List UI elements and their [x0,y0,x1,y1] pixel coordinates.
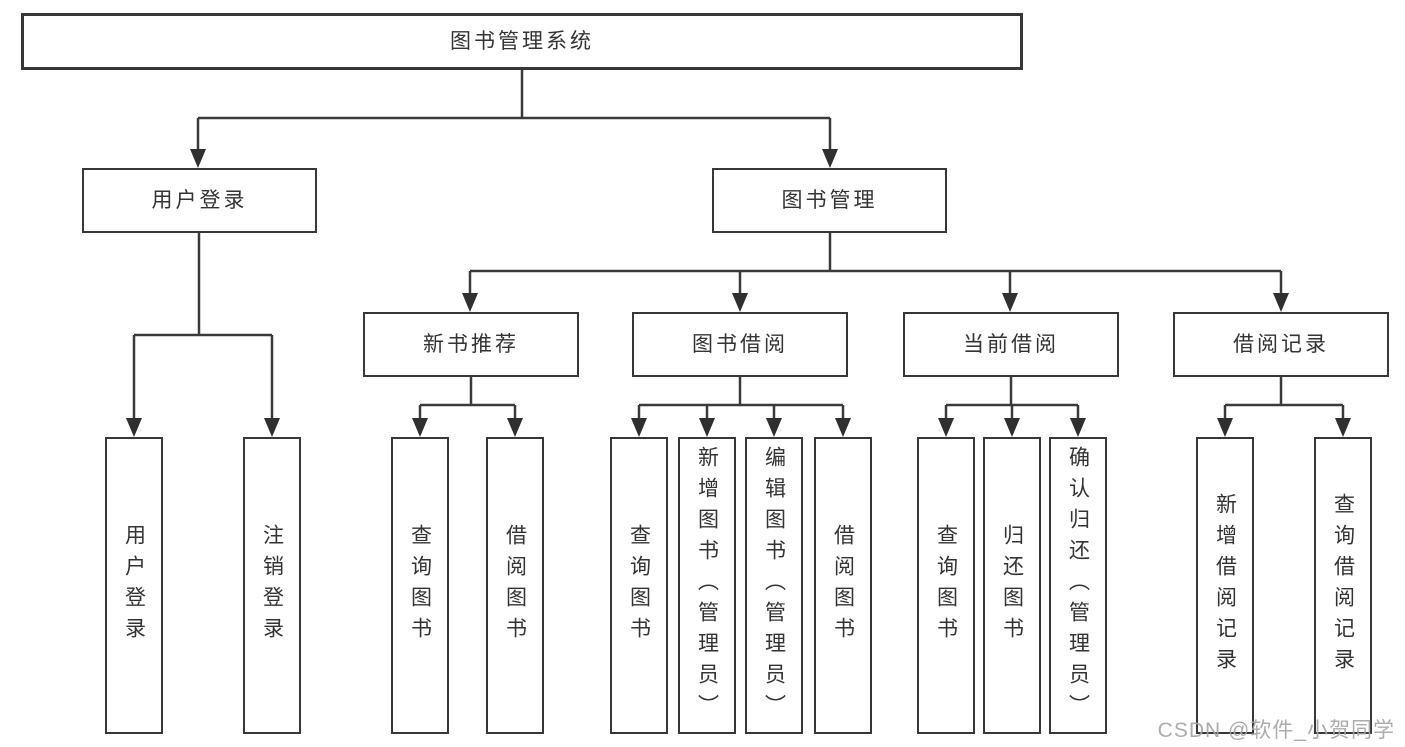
leaf-query-borrow-record: 查询借阅记录 [1314,437,1372,734]
leaf-logout: 注销登录 [243,437,301,734]
node-new-book-recommend: 新书推荐 [363,312,579,377]
node-current-borrowing: 当前借阅 [903,312,1119,377]
leaf-confirm-return-admin: 确认归还（管理员） [1049,437,1107,734]
leaf-return-book: 归还图书 [983,437,1041,734]
leaf-borrow-books-borrow: 借阅图书 [814,437,872,734]
node-borrowing-records: 借阅记录 [1173,312,1389,377]
leaf-query-books-borrow: 查询图书 [610,437,668,734]
node-book-management: 图书管理 [712,168,947,233]
node-book-borrowing: 图书借阅 [632,312,848,377]
leaf-edit-book-admin: 编辑图书（管理员） [745,437,803,734]
node-user-login: 用户登录 [82,168,317,233]
arrowheads [126,149,1351,437]
leaf-query-books-current: 查询图书 [917,437,975,734]
leaf-add-book-admin: 新增图书（管理员） [678,437,736,734]
leaf-add-borrow-record: 新增借阅记录 [1196,437,1254,734]
leaf-borrow-books-newbook: 借阅图书 [486,437,544,734]
leaf-user-login: 用户登录 [105,437,163,734]
leaf-query-books-newbook: 查询图书 [391,437,449,734]
csdn-watermark: CSDN @软件_小贺同学 [1157,719,1395,742]
node-root-library-system: 图书管理系统 [21,13,1023,70]
